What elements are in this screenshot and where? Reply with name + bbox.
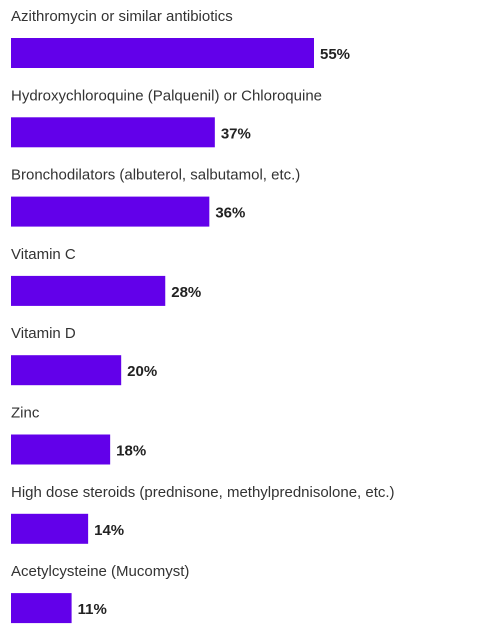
- category-label: Vitamin D: [11, 325, 76, 342]
- value-label: 55%: [320, 46, 350, 63]
- value-label: 18%: [116, 443, 146, 460]
- category-label: Azithromycin or similar antibiotics: [11, 8, 233, 25]
- value-label: 14%: [94, 522, 124, 539]
- bar: [11, 275, 166, 306]
- value-label: 11%: [78, 601, 107, 618]
- value-label: 20%: [127, 363, 157, 380]
- bar: [11, 593, 72, 624]
- category-label: Acetylcysteine (Mucomyst): [11, 563, 189, 580]
- category-label: Zinc: [11, 405, 40, 422]
- value-label: 37%: [221, 125, 251, 142]
- bar: [11, 117, 215, 148]
- bar: [11, 434, 111, 465]
- bar: [11, 355, 122, 386]
- bar: [11, 38, 314, 68]
- category-label: Hydroxychloroquine (Palquenil) or Chloro…: [11, 87, 322, 104]
- value-label: 36%: [215, 205, 245, 222]
- category-label: High dose steroids (prednisone, methylpr…: [11, 484, 395, 501]
- bar: [11, 513, 89, 544]
- bar: [11, 196, 210, 227]
- value-label: 28%: [171, 284, 201, 301]
- category-label: Vitamin C: [11, 246, 76, 263]
- category-label: Bronchodilators (albuterol, salbutamol, …: [11, 167, 300, 184]
